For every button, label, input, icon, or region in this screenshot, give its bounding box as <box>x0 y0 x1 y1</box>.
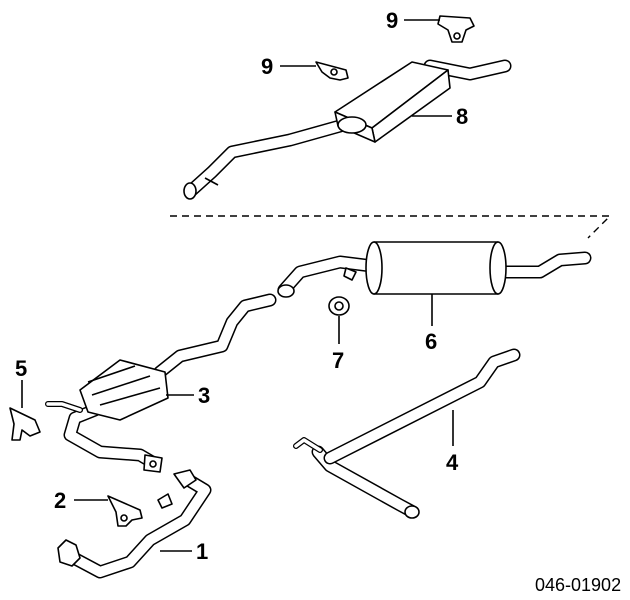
callout-8: 8 <box>456 104 468 129</box>
catalytic-converter-part <box>45 293 277 473</box>
rear-muffler-lower-part <box>277 241 592 298</box>
diagram-code: 046-01902 <box>535 575 621 595</box>
front-pipe-part <box>57 469 212 579</box>
callout-4: 4 <box>446 450 459 475</box>
rear-muffler-upper-part <box>183 59 512 200</box>
callout-5: 5 <box>15 356 27 381</box>
hanger-2 <box>107 495 143 527</box>
hanger-9-top <box>437 15 475 43</box>
section-divider <box>170 215 612 239</box>
hanger-5 <box>9 407 41 441</box>
gasket-part <box>328 296 350 316</box>
callout-9-upper: 9 <box>261 54 273 79</box>
callout-7: 7 <box>332 348 344 373</box>
callout-1: 1 <box>196 539 208 564</box>
callout-9-top: 9 <box>386 8 398 33</box>
callout-6: 6 <box>425 329 437 354</box>
hanger-9-upper <box>315 61 349 81</box>
callout-3: 3 <box>198 383 210 408</box>
tailpipe-part <box>293 348 521 519</box>
callout-2: 2 <box>54 488 66 513</box>
